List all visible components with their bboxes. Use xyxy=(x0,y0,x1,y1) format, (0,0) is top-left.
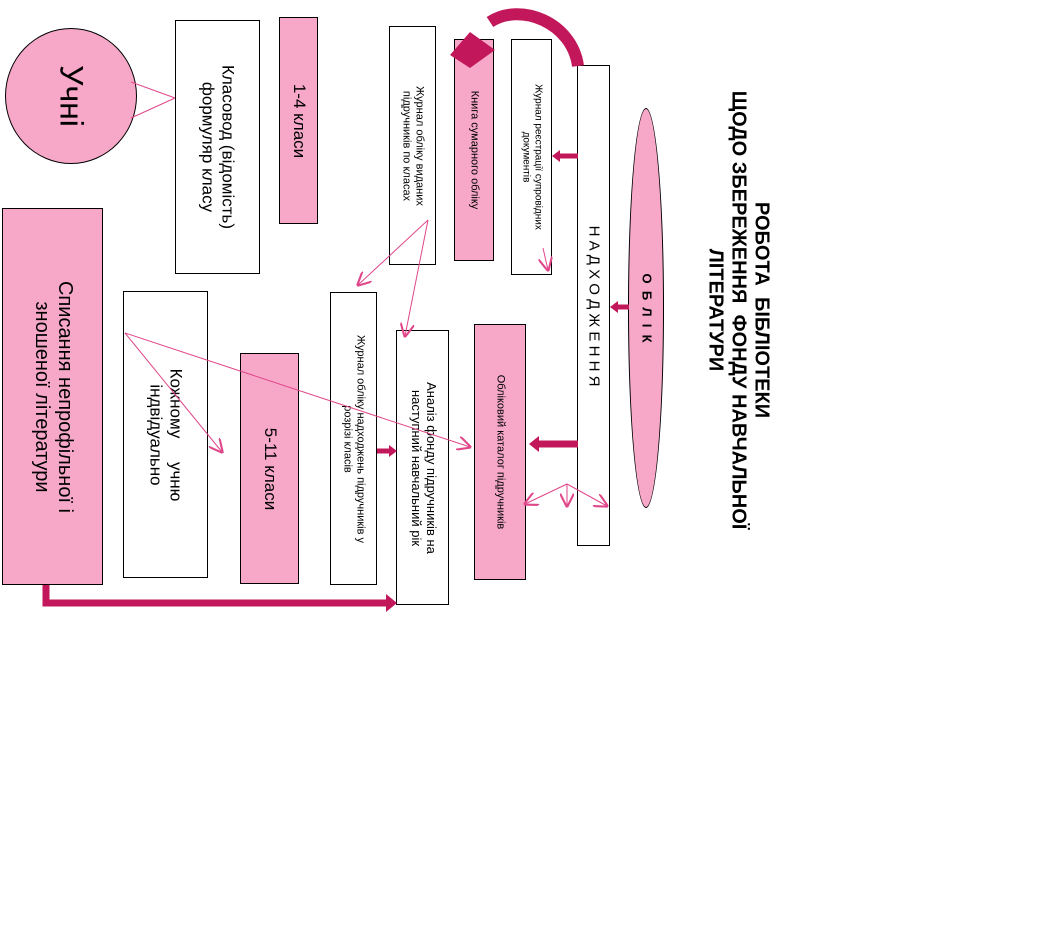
arrow-zhurnal-to-analiz-head xyxy=(389,445,397,457)
spysannia-box: Списання непрофільної і зношеної літерат… xyxy=(2,208,103,585)
oblikovyi-kataloh-box: Обліковий каталог підручників xyxy=(474,324,526,580)
nadkhodzhennia-box: Н А Д Х О Д Ж Е Н Н Я xyxy=(577,65,610,546)
knyha-sumarnoho-box: Книга сумарного обліку xyxy=(454,39,494,261)
klasy-5-11-box: 5-11 класи xyxy=(240,353,299,584)
thin-arrow-reiestratsii xyxy=(543,247,548,270)
kozhnomu-box: Кожному учню індвідуально xyxy=(123,291,208,578)
thin-line-klasovod-to-uchni-2 xyxy=(130,97,176,119)
arrow-spysannia-to-analiz-head xyxy=(386,594,397,612)
analiz-fondu-box: Аналіз фонду підручників на наступний на… xyxy=(396,330,449,605)
arrow-oblik-to-nadkh-head xyxy=(610,301,618,313)
thin-arrow-kozhnomu-to-5-11 xyxy=(124,332,222,452)
klasy-1-4-box: 1-4 класи xyxy=(279,17,318,224)
thin-line-klasovod-to-uchni-1 xyxy=(130,81,176,99)
curved-arrow xyxy=(486,8,584,68)
arrow-spysannia-to-analiz xyxy=(42,585,388,607)
thin-arrow-vydanykh-to-nadkhodzhen xyxy=(358,219,429,285)
curved-arrow-head xyxy=(450,32,495,68)
zhurnal-vydanykh-box: Журнал обліку виданих підручників по кла… xyxy=(389,26,436,265)
uchni-circle: Учні xyxy=(5,28,137,164)
klasovod-box: Класовод (відомість) формуляр класу xyxy=(175,20,260,274)
thin-arrow-nadkh-c xyxy=(566,483,607,506)
thin-arrow-nadkh-a xyxy=(525,483,568,504)
arrow-nadkh-to-kataloh-head xyxy=(529,436,539,452)
thin-arrow-kozhnomu-to-analiz xyxy=(124,332,470,447)
thin-arrow-vydanykh-to-analiz xyxy=(405,219,429,336)
arrow-nadkh-to-zhurnal-reiestratsii-head xyxy=(552,150,560,162)
zhurnal-reiestratsii-box: Журнал реєстрації супровідних документів xyxy=(511,39,552,275)
zhurnal-nadkhodzhen-box: Журнал обліку надходжень підручників у р… xyxy=(330,292,377,585)
